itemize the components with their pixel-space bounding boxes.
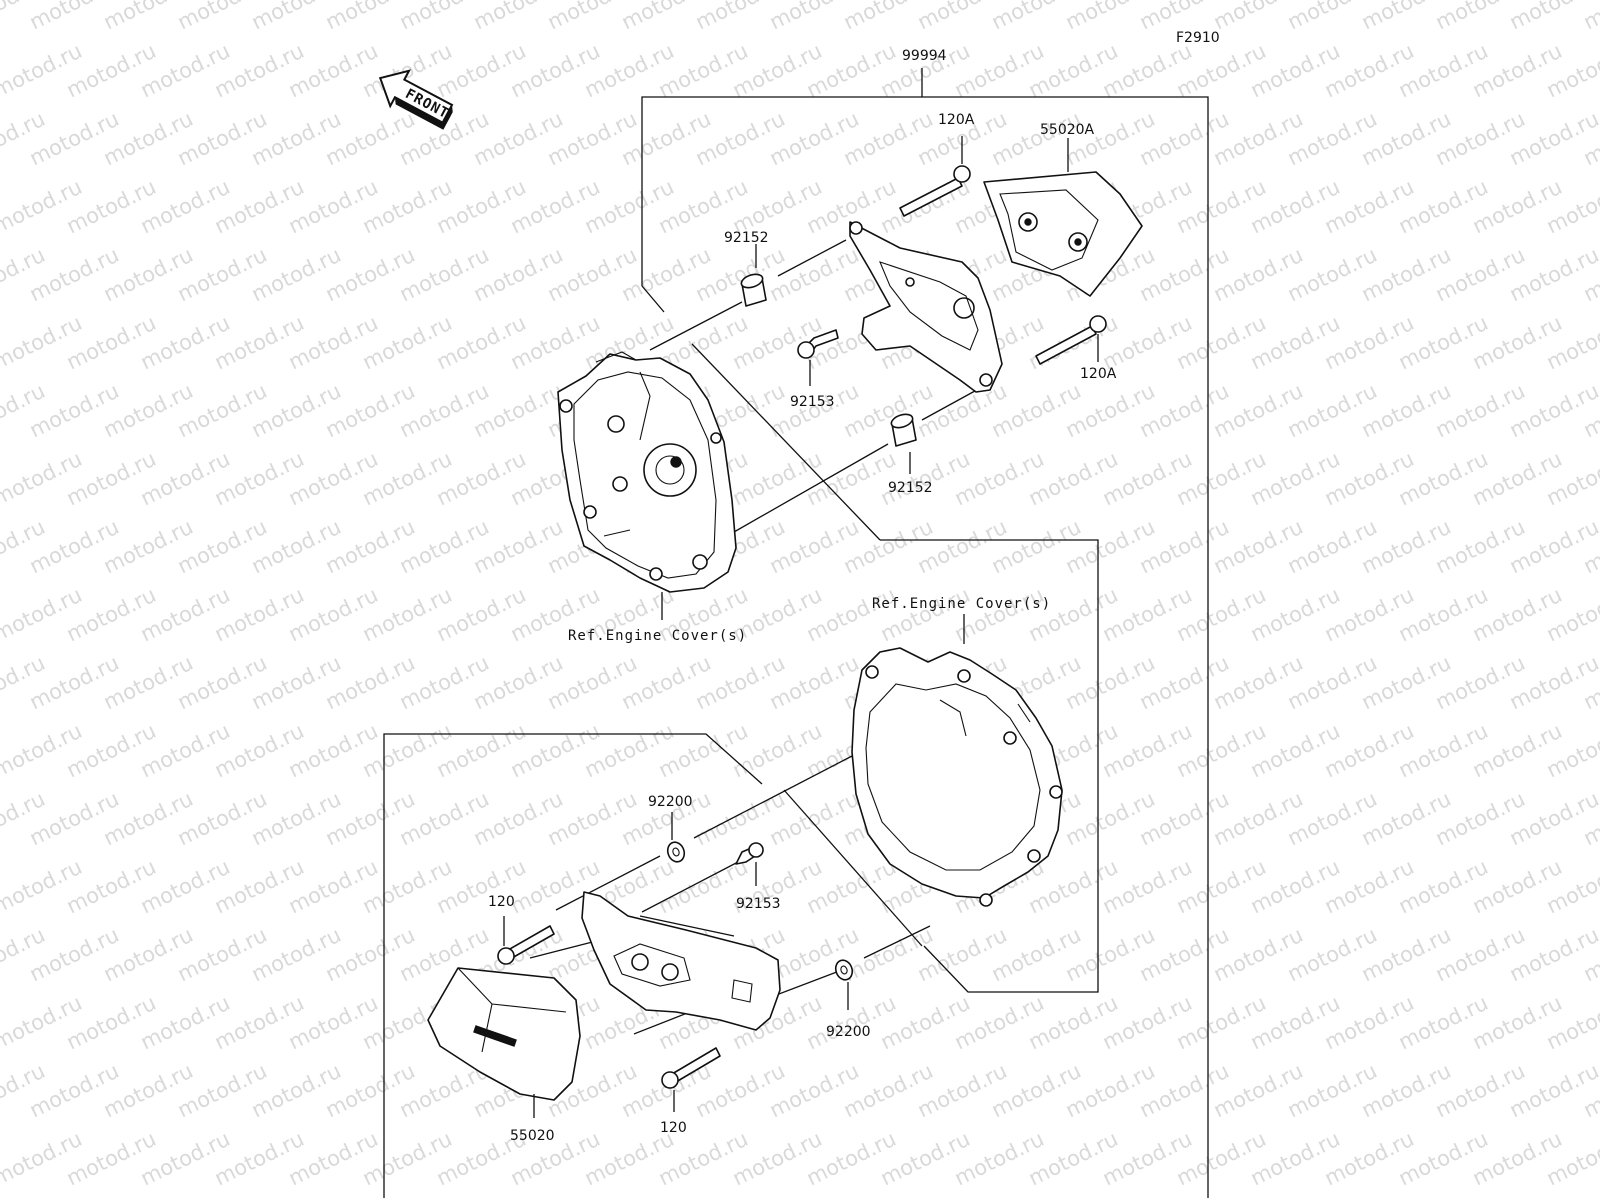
bolt-lower-bottom-label: 120 (660, 1120, 687, 1136)
washer-bottom-label: 92200 (826, 1024, 871, 1040)
watermark-text: motod.ru (0, 1195, 49, 1200)
bracket-plate (849, 221, 1003, 393)
collar-92152-top (740, 273, 767, 307)
slider-55020 (427, 967, 581, 1101)
bolt-120-top (497, 925, 555, 965)
collar-top-label: 92152 (724, 230, 769, 246)
upper-group-bracket (641, 96, 1209, 1198)
cover-plate (581, 891, 781, 1031)
bolt-top-label: 120A (938, 112, 975, 128)
engine-cover-upper (557, 351, 737, 593)
screw-92153-lower (735, 842, 764, 865)
kit-number-label: 99994 (902, 48, 947, 64)
slider-55020a (983, 171, 1143, 297)
ref-engine-cover-upper-label: Ref.Engine Cover(s) (568, 628, 747, 644)
lower-group: Ref.Engine Cover(s) 92200 92153 (383, 596, 1063, 1198)
bolt-120a-top (899, 165, 971, 217)
bolt-lower-top-label: 120 (488, 894, 515, 910)
figure-code: F2910 (1176, 30, 1220, 46)
engine-cover-lower (851, 647, 1063, 907)
bolt-120-bottom (661, 1047, 721, 1089)
collar-92152-bottom (890, 413, 917, 447)
upper-group: 99994 Ref.Engine Cover(s) (557, 48, 1209, 1198)
collar-bottom-label: 92152 (888, 480, 933, 496)
watermark-text: motod.ru (1580, 0, 1600, 34)
screw-top-label: 92153 (790, 394, 835, 410)
ref-engine-cover-lower-label: Ref.Engine Cover(s) (872, 596, 1051, 612)
washer-92200-top (666, 841, 686, 863)
washer-92200-bottom (834, 959, 854, 981)
screw-92153-top (797, 329, 839, 359)
bolt-120a-right (1035, 315, 1107, 365)
slider-lower-label: 55020 (510, 1128, 555, 1144)
screw-lower-label: 92153 (736, 896, 781, 912)
slider-top-label: 55020A (1040, 122, 1095, 138)
bolt-right-label: 120A (1080, 366, 1117, 382)
washer-top-label: 92200 (648, 794, 693, 810)
lower-group-bracket (383, 733, 763, 1198)
